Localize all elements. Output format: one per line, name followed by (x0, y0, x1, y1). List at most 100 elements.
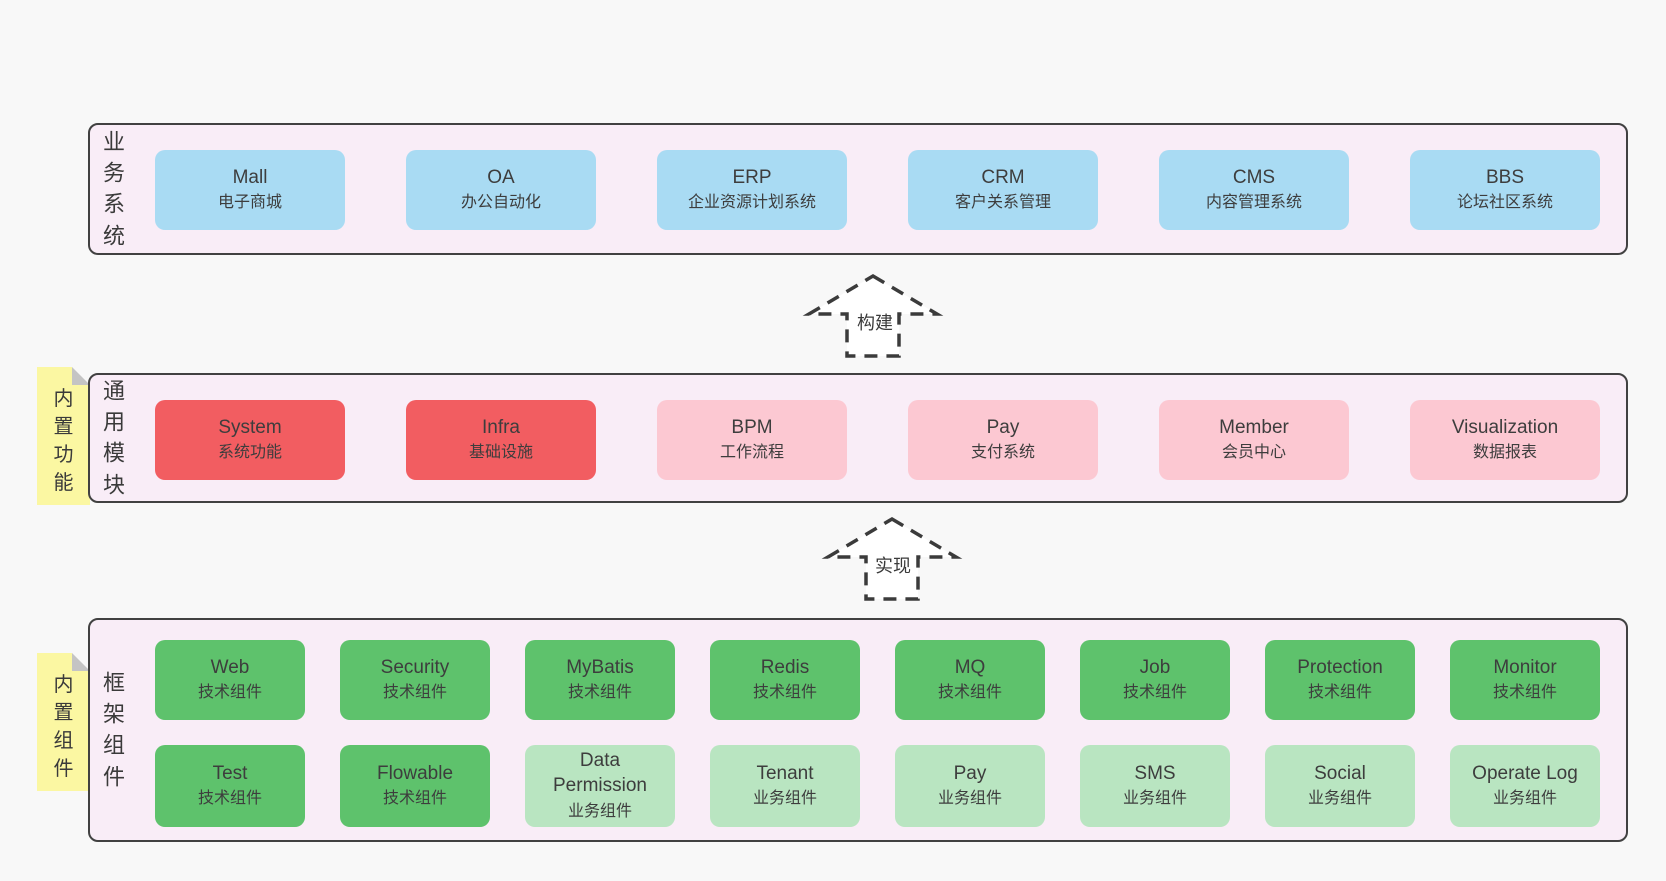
component-name: Member (1219, 416, 1289, 438)
business-box-row: Mall 电子商城 OA 办公自动化 ERP 企业资源计划系统 CRM 客户关系… (155, 150, 1600, 230)
component-desc: 技术组件 (567, 684, 632, 702)
component-name: OA (487, 166, 515, 188)
component-box: Protection 技术组件 (1265, 640, 1415, 720)
component-name: ERP (732, 166, 772, 188)
component-box: BBS 论坛社区系统 (1410, 150, 1600, 230)
component-name: CRM (981, 166, 1025, 188)
framework-box-row-2: Test 技术组件 Flowable 技术组件 Data Permission … (155, 745, 1600, 827)
folded-corner-icon (72, 367, 90, 385)
layer-label-modules: 通用模块 (102, 378, 125, 498)
implement-arrow-label: 实现 (873, 555, 913, 579)
component-desc: 内容管理系统 (1205, 194, 1302, 212)
component-box: Tenant 业务组件 (710, 745, 860, 827)
build-arrow: 构建 (800, 268, 950, 362)
component-desc: 技术组件 (382, 790, 447, 808)
component-desc: 业务组件 (937, 790, 1002, 808)
component-desc: 会员中心 (1221, 444, 1286, 462)
component-name: Security (380, 656, 450, 678)
component-box: MQ 技术组件 (895, 640, 1045, 720)
framework-box-row-1: Web 技术组件 Security 技术组件 MyBatis 技术组件 Redi… (155, 640, 1600, 720)
layer-label-business: 业务系统 (102, 129, 125, 249)
component-box: BPM 工作流程 (657, 400, 847, 480)
sticky-note-label: 内置组件 (53, 674, 74, 780)
component-name: Pay (953, 762, 987, 784)
layer-business-systems: 业务系统 Mall 电子商城 OA 办公自动化 ERP 企业资源计划系统 CRM… (88, 123, 1628, 255)
component-box: MyBatis 技术组件 (525, 640, 675, 720)
component-name: SMS (1134, 762, 1176, 784)
component-box: Job 技术组件 (1080, 640, 1230, 720)
sticky-note-label: 内置功能 (53, 388, 74, 494)
component-name: Pay (986, 416, 1020, 438)
component-box: Test 技术组件 (155, 745, 305, 827)
component-box: System 系统功能 (155, 400, 345, 480)
component-box: CMS 内容管理系统 (1159, 150, 1349, 230)
component-desc: 电子商城 (217, 194, 282, 212)
layer-common-modules: 通用模块 System 系统功能 Infra 基础设施 BPM 工作流程 Pay… (88, 373, 1628, 503)
component-desc: 论坛社区系统 (1456, 194, 1553, 212)
component-desc: 系统功能 (217, 444, 282, 462)
component-name: CMS (1232, 166, 1276, 188)
component-box: Flowable 技术组件 (340, 745, 490, 827)
component-box: OA 办公自动化 (406, 150, 596, 230)
component-name: Mall (232, 166, 268, 188)
component-name: Monitor (1493, 656, 1557, 678)
component-box: Monitor 技术组件 (1450, 640, 1600, 720)
component-name: MQ (954, 656, 986, 678)
component-desc: 技术组件 (752, 684, 817, 702)
component-name: Flowable (376, 762, 454, 784)
component-name: Visualization (1451, 416, 1559, 438)
component-box: Social 业务组件 (1265, 745, 1415, 827)
layer-framework-components: 框架组件 Web 技术组件 Security 技术组件 MyBatis 技术组件… (88, 618, 1628, 842)
component-desc: 业务组件 (1122, 790, 1187, 808)
component-name: BBS (1485, 166, 1525, 188)
component-desc: 办公自动化 (460, 194, 541, 212)
component-desc: 数据报表 (1472, 444, 1537, 462)
modules-box-row: System 系统功能 Infra 基础设施 BPM 工作流程 Pay 支付系统… (155, 400, 1600, 480)
component-box: Web 技术组件 (155, 640, 305, 720)
component-box: ERP 企业资源计划系统 (657, 150, 847, 230)
layer-label-framework: 框架组件 (102, 670, 125, 790)
component-desc: 技术组件 (197, 684, 262, 702)
component-box: Pay 业务组件 (895, 745, 1045, 827)
component-box: Infra 基础设施 (406, 400, 596, 480)
component-name: Redis (760, 656, 810, 678)
component-box: Visualization 数据报表 (1410, 400, 1600, 480)
component-box: Pay 支付系统 (908, 400, 1098, 480)
component-name: Operate Log (1472, 762, 1578, 784)
build-arrow-label: 构建 (855, 312, 895, 336)
component-box: Mall 电子商城 (155, 150, 345, 230)
component-name: Data Permission (553, 750, 647, 797)
component-name: Infra (481, 416, 521, 438)
component-name: Protection (1297, 656, 1383, 678)
component-name: Test (212, 762, 248, 784)
component-name: Job (1139, 656, 1171, 678)
component-box: CRM 客户关系管理 (908, 150, 1098, 230)
component-box: Redis 技术组件 (710, 640, 860, 720)
component-desc: 技术组件 (1492, 684, 1557, 702)
component-desc: 技术组件 (937, 684, 1002, 702)
component-desc: 技术组件 (1122, 684, 1187, 702)
component-desc: 基础设施 (468, 444, 533, 462)
component-name: Tenant (756, 762, 814, 784)
component-desc: 业务组件 (1492, 790, 1557, 808)
component-name: Social (1314, 762, 1366, 784)
sticky-note-builtin-components: 内置组件 (37, 653, 90, 791)
folded-corner-icon (72, 653, 90, 671)
component-box: Security 技术组件 (340, 640, 490, 720)
component-desc: 支付系统 (970, 444, 1035, 462)
component-box: SMS 业务组件 (1080, 745, 1230, 827)
component-desc: 技术组件 (382, 684, 447, 702)
component-box: Operate Log 业务组件 (1450, 745, 1600, 827)
sticky-note-builtin-features: 内置功能 (37, 367, 90, 505)
component-name: Web (210, 656, 250, 678)
component-desc: 业务组件 (1307, 790, 1372, 808)
component-desc: 技术组件 (197, 790, 262, 808)
component-desc: 工作流程 (719, 444, 784, 462)
component-name: BPM (731, 416, 773, 438)
component-desc: 业务组件 (752, 790, 817, 808)
component-desc: 业务组件 (567, 802, 632, 820)
component-desc: 技术组件 (1307, 684, 1372, 702)
implement-arrow: 实现 (818, 511, 968, 605)
